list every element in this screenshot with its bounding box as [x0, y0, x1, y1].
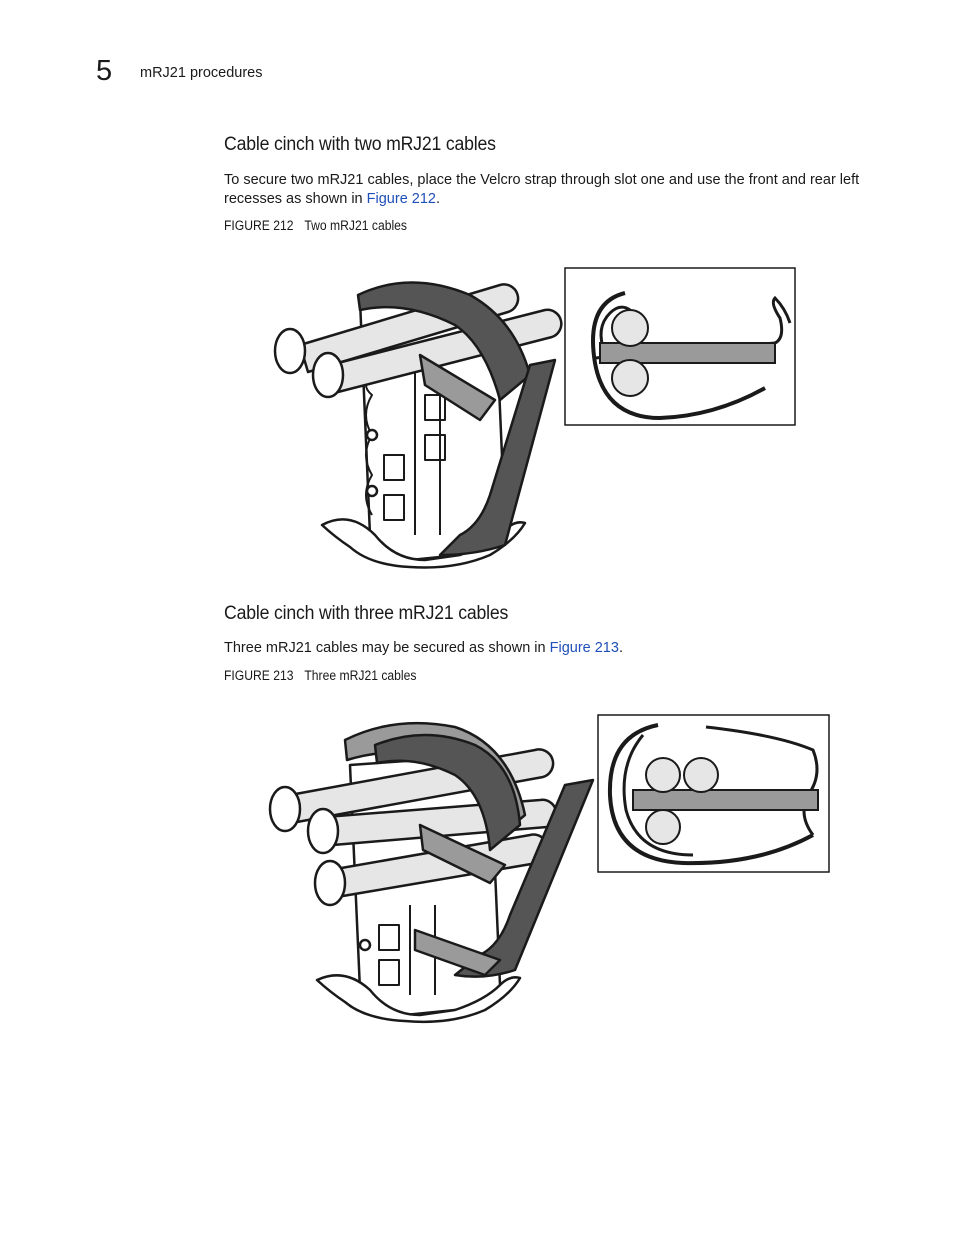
cinch-base: [315, 974, 522, 1024]
figure-title: Two mRJ21 cables: [304, 218, 407, 233]
strap-mid: [418, 353, 497, 422]
figure-title: Three mRJ21 cables: [304, 668, 417, 683]
figure-212-caption: FIGURE 212 Two mRJ21 cables: [224, 218, 407, 233]
figure-212-illustration: [273, 267, 796, 569]
body-text-end: .: [618, 640, 623, 656]
figure-212-cross-section: [564, 267, 796, 426]
strap-loop-inner: [373, 733, 522, 852]
cinch-profile: [599, 342, 776, 364]
strap-tail: [453, 778, 595, 978]
section-body-three-cables: Three mRJ21 cables may be secured as sho…: [224, 639, 884, 658]
cinch-base: [320, 518, 527, 569]
figure-213-cross-section: [597, 714, 830, 873]
body-text: To secure two mRJ21 cables, place the Ve…: [224, 172, 860, 207]
figure-213-illustration: [268, 714, 830, 1024]
strap-ring: [607, 723, 814, 866]
figure-number: FIGURE 213: [224, 668, 294, 683]
strap-ring: [591, 291, 766, 421]
strap-tail: [438, 358, 557, 557]
body-text-end: .: [435, 191, 441, 207]
strap-low: [413, 928, 502, 977]
figure-213-caption: FIGURE 213 Three mRJ21 cables: [224, 668, 416, 683]
figure-213-link[interactable]: Figure 213: [549, 640, 619, 656]
chapter-number: 5: [96, 55, 113, 87]
section-body-two-cables: To secure two mRJ21 cables, place the Ve…: [224, 171, 884, 209]
strap-mid: [418, 823, 507, 885]
figure-number: FIGURE 212: [224, 218, 294, 233]
cinch-profile: [632, 789, 819, 811]
section-heading-three-cables: Cable cinch with three mRJ21 cables: [224, 603, 509, 624]
strap-loop: [356, 281, 532, 402]
running-head: mRJ21 procedures: [140, 65, 263, 81]
body-text: Three mRJ21 cables may be secured as sho…: [224, 640, 550, 656]
figure-212-link[interactable]: Figure 212: [366, 191, 436, 207]
section-heading-two-cables: Cable cinch with two mRJ21 cables: [224, 134, 496, 155]
